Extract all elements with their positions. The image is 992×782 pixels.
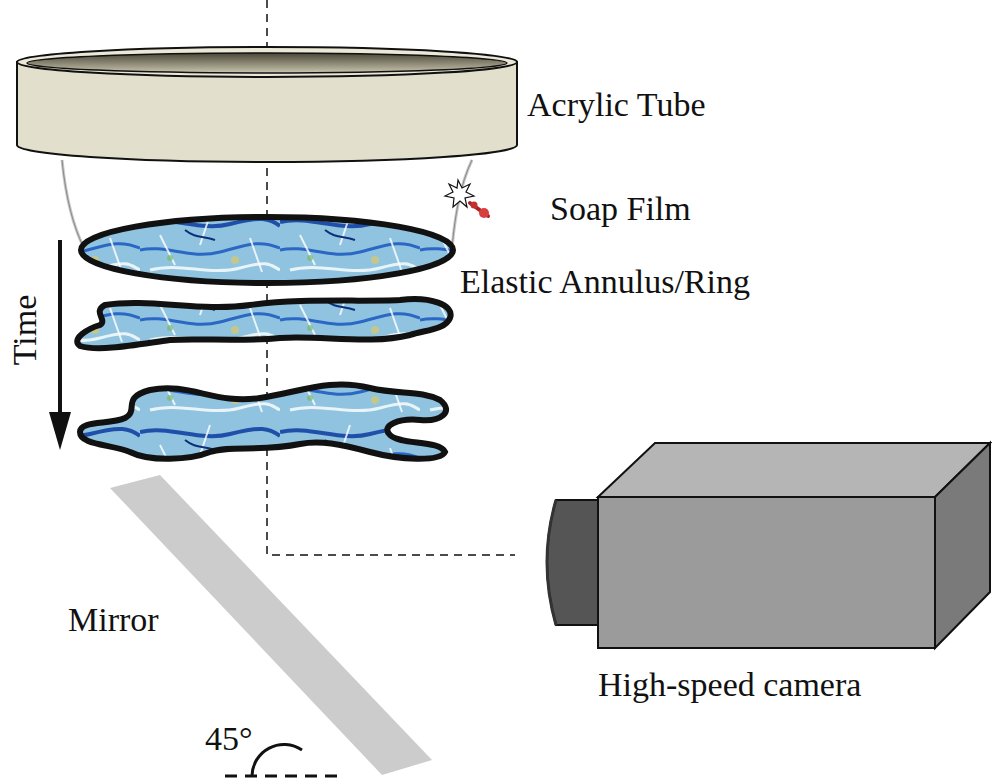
part-label: High-speed camera bbox=[598, 668, 861, 702]
tube-opening bbox=[27, 53, 507, 73]
camera-top bbox=[598, 443, 990, 497]
part-label: Soap Film bbox=[550, 192, 691, 226]
camera-front bbox=[598, 497, 935, 648]
tube-rim bbox=[17, 47, 517, 77]
soap-film-edge bbox=[62, 160, 84, 248]
part-label: Acrylic Tube bbox=[527, 88, 706, 122]
axis-label: Time bbox=[8, 295, 42, 366]
angle-arc bbox=[252, 744, 302, 776]
time-arrow bbox=[58, 240, 62, 420]
camera-lens-rim bbox=[547, 500, 556, 625]
elastic-ring bbox=[81, 217, 453, 283]
part-label: Mirror bbox=[68, 603, 159, 637]
camera-lens bbox=[547, 500, 598, 625]
angle-label: 45° bbox=[205, 722, 253, 756]
camera-side bbox=[935, 443, 990, 648]
pin-head bbox=[479, 208, 489, 218]
soap-film-edge bbox=[62, 160, 84, 248]
part-label: Elastic Annulus/Ring bbox=[460, 265, 750, 299]
angle-baseline bbox=[225, 775, 345, 778]
time-arrowhead bbox=[49, 412, 71, 450]
buckled-ring bbox=[80, 385, 446, 459]
buckled-ring bbox=[77, 299, 450, 348]
pin-head bbox=[471, 202, 478, 209]
